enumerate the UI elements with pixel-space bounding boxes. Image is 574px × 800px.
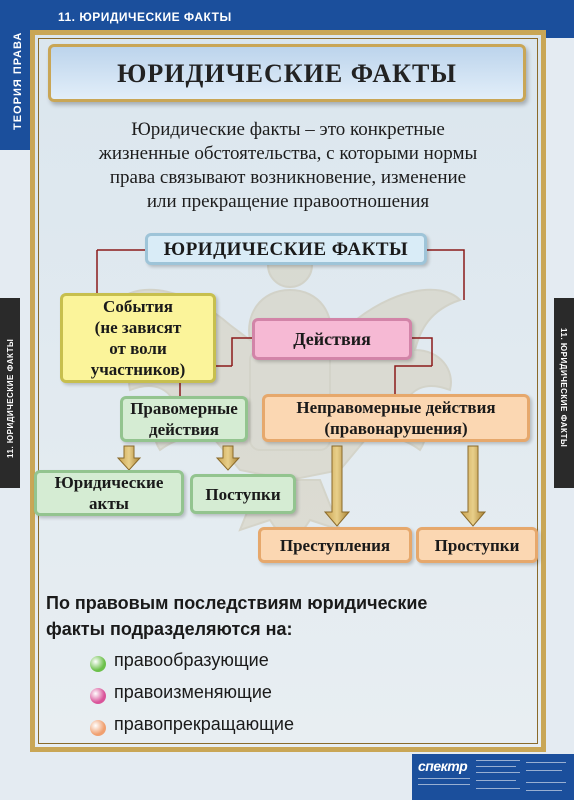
node-legal-acts: Юридические акты: [34, 470, 184, 516]
node-lawful-actions: Правомерные действия: [120, 396, 248, 442]
node-actions: Действия: [252, 318, 412, 360]
bullet-dot-icon: [90, 656, 106, 672]
node-lawful-line: действия: [148, 420, 219, 439]
node-unlawful-line: (правонарушения): [324, 419, 468, 438]
main-title: ЮРИДИЧЕСКИЕ ФАКТЫ: [117, 59, 457, 88]
consequences-heading-line: факты подразделяются на:: [46, 619, 293, 639]
list-item-label: правообразующие: [114, 650, 269, 670]
header-title: 11. ЮРИДИЧЕСКИЕ ФАКТЫ: [58, 10, 232, 24]
node-events: События (не зависят от воли участников): [60, 293, 216, 383]
node-legal-facts: ЮРИДИЧЕСКИЕ ФАКТЫ: [145, 233, 427, 265]
node-deeds: Поступки: [190, 474, 296, 514]
arrow-down-icon: [323, 445, 351, 527]
consequences-heading-line: По правовым последствиям юридические: [46, 593, 428, 613]
arrow-down-icon: [215, 445, 241, 471]
consequences-heading: По правовым последствиям юридические фак…: [46, 590, 486, 642]
node-unlawful-actions: Неправомерные действия (правонарушения): [262, 394, 530, 442]
node-events-line: (не зависят: [94, 318, 182, 337]
side-strip-left: 11. ЮРИДИЧЕСКИЕ ФАКТЫ: [0, 298, 20, 488]
node-crimes: Преступления: [258, 527, 412, 563]
arrow-down-icon: [459, 445, 487, 527]
definition-line: жизненные обстоятельства, с которыми нор…: [98, 143, 478, 164]
definition-text: Юридические факты – это конкретные жизне…: [60, 118, 516, 214]
main-title-box: ЮРИДИЧЕСКИЕ ФАКТЫ: [48, 44, 526, 102]
bullet-dot-icon: [90, 720, 106, 736]
node-lawful-line: Правомерные: [130, 399, 238, 418]
definition-line: или прекращение правоотношения: [146, 191, 430, 212]
bullet-dot-icon: [90, 688, 106, 704]
node-unlawful-line: Неправомерные действия: [296, 398, 496, 417]
list-item-label: правопрекращающие: [114, 714, 294, 734]
node-events-line: События: [103, 297, 173, 316]
publisher-block: спектр: [412, 754, 574, 800]
poster-panel: [30, 30, 546, 752]
node-legal-acts-line: Юридические: [54, 473, 164, 492]
definition-line: Юридические факты – это конкретные: [131, 119, 445, 140]
node-events-line: участников): [90, 360, 186, 379]
definition-line: права связывают возникновение, изменение: [109, 167, 467, 188]
publisher-logo: спектр: [418, 758, 468, 774]
node-legal-acts-line: акты: [89, 494, 129, 513]
node-events-line: от воли: [109, 339, 167, 358]
side-strip-right: 11. ЮРИДИЧЕСКИЕ ФАКТЫ: [554, 298, 574, 488]
list-item-label: правоизменяющие: [114, 682, 272, 702]
node-misdemeanors: Проступки: [416, 527, 538, 563]
arrow-down-icon: [116, 445, 142, 471]
